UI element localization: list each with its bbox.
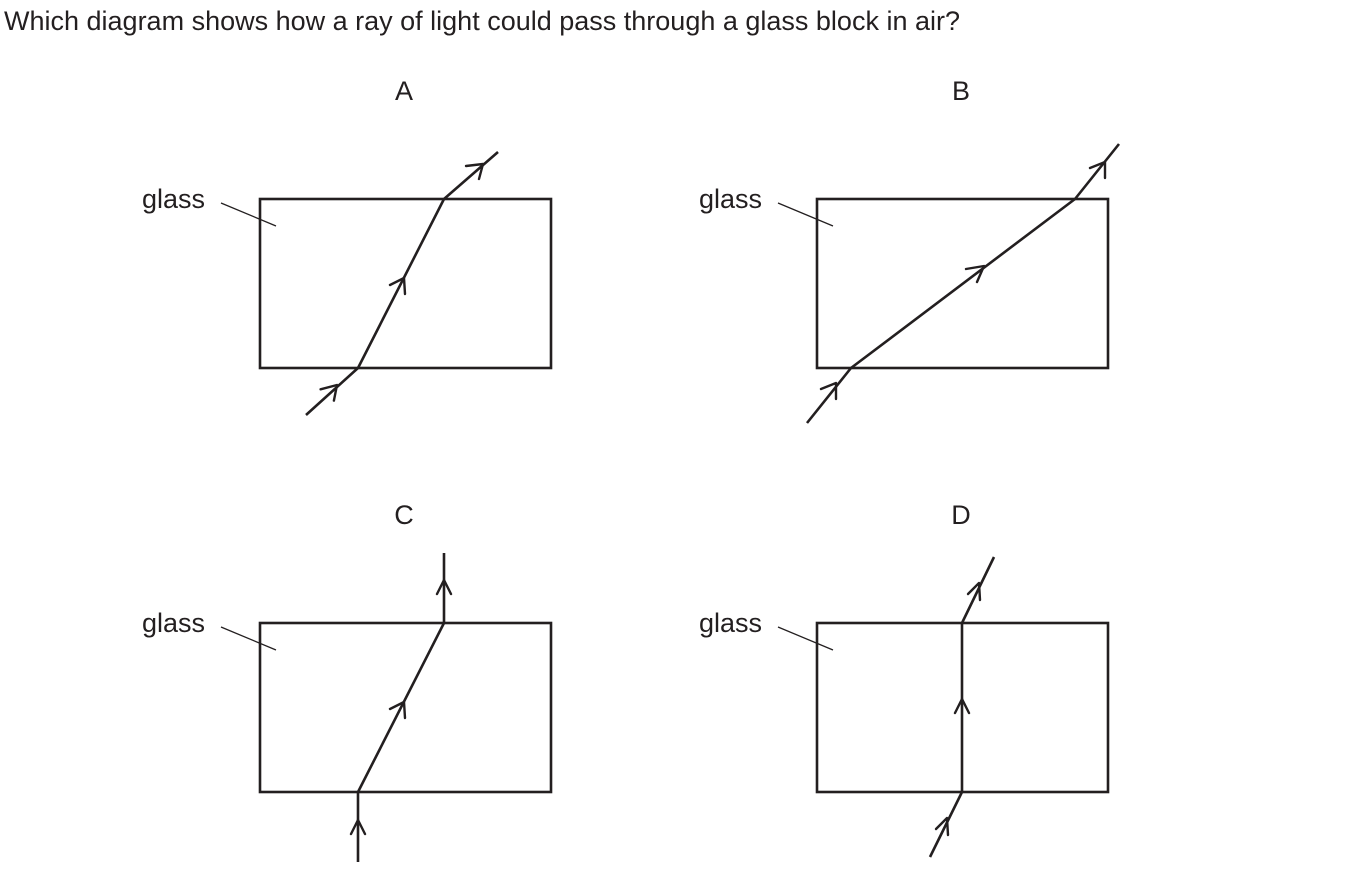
diagram-c-glass-block: [258, 621, 553, 794]
diagram-a-glass-label: glass: [142, 184, 205, 214]
diagram-c-arrow-emergent: [435, 578, 453, 596]
question-text: Which diagram shows how a ray of light c…: [4, 6, 960, 36]
diagram-b-arrow-incident: [819, 381, 838, 401]
diagram-b-arrow-glass: [964, 264, 986, 284]
diagram-a-label-leader: [220, 202, 277, 227]
diagram-d-arrow-incident: [934, 816, 950, 837]
diagram-d-letter: D: [951, 500, 971, 530]
diagram-b-ray-arrows: [819, 160, 1107, 401]
diagram-a-arrow-glass: [388, 276, 407, 296]
diagram-c-label-leader: [220, 626, 277, 651]
diagram-d-arrow-emergent: [966, 581, 982, 602]
diagram-c-glass-label: glass: [142, 608, 205, 638]
diagram-d-glass-label: glass: [699, 608, 762, 638]
diagram-a-light-ray: [305, 151, 499, 416]
diagram-c-arrow-glass: [388, 700, 407, 720]
diagram-a: A glass: [142, 76, 553, 416]
diagram-c-ray-arrows: [349, 578, 453, 836]
diagram-a-arrow-incident: [319, 383, 339, 402]
diagram-b: B glass: [699, 76, 1121, 424]
diagram-d-light-ray: [928, 556, 996, 858]
diagram-c: C glass: [142, 500, 553, 862]
diagram-d-ray-arrows: [934, 581, 982, 837]
diagram-c-arrow-incident: [349, 818, 367, 836]
diagram-b-light-ray: [805, 143, 1121, 424]
diagram-c-light-ray: [356, 553, 446, 862]
diagram-a-arrow-emergent: [464, 162, 485, 181]
diagram-b-arrow-emergent: [1088, 160, 1107, 180]
diagram-a-ray-arrows: [319, 162, 485, 402]
diagram-d: D glass: [699, 500, 1110, 858]
diagram-c-letter: C: [394, 500, 414, 530]
diagram-a-letter: A: [395, 76, 413, 106]
diagram-b-label-leader: [777, 202, 834, 227]
diagram-b-glass-label: glass: [699, 184, 762, 214]
diagram-b-glass-block: [815, 197, 1110, 370]
diagram-d-arrow-glass: [953, 697, 971, 715]
diagram-a-glass-block: [258, 197, 553, 370]
diagram-d-label-leader: [777, 626, 834, 651]
diagram-b-letter: B: [952, 76, 970, 106]
